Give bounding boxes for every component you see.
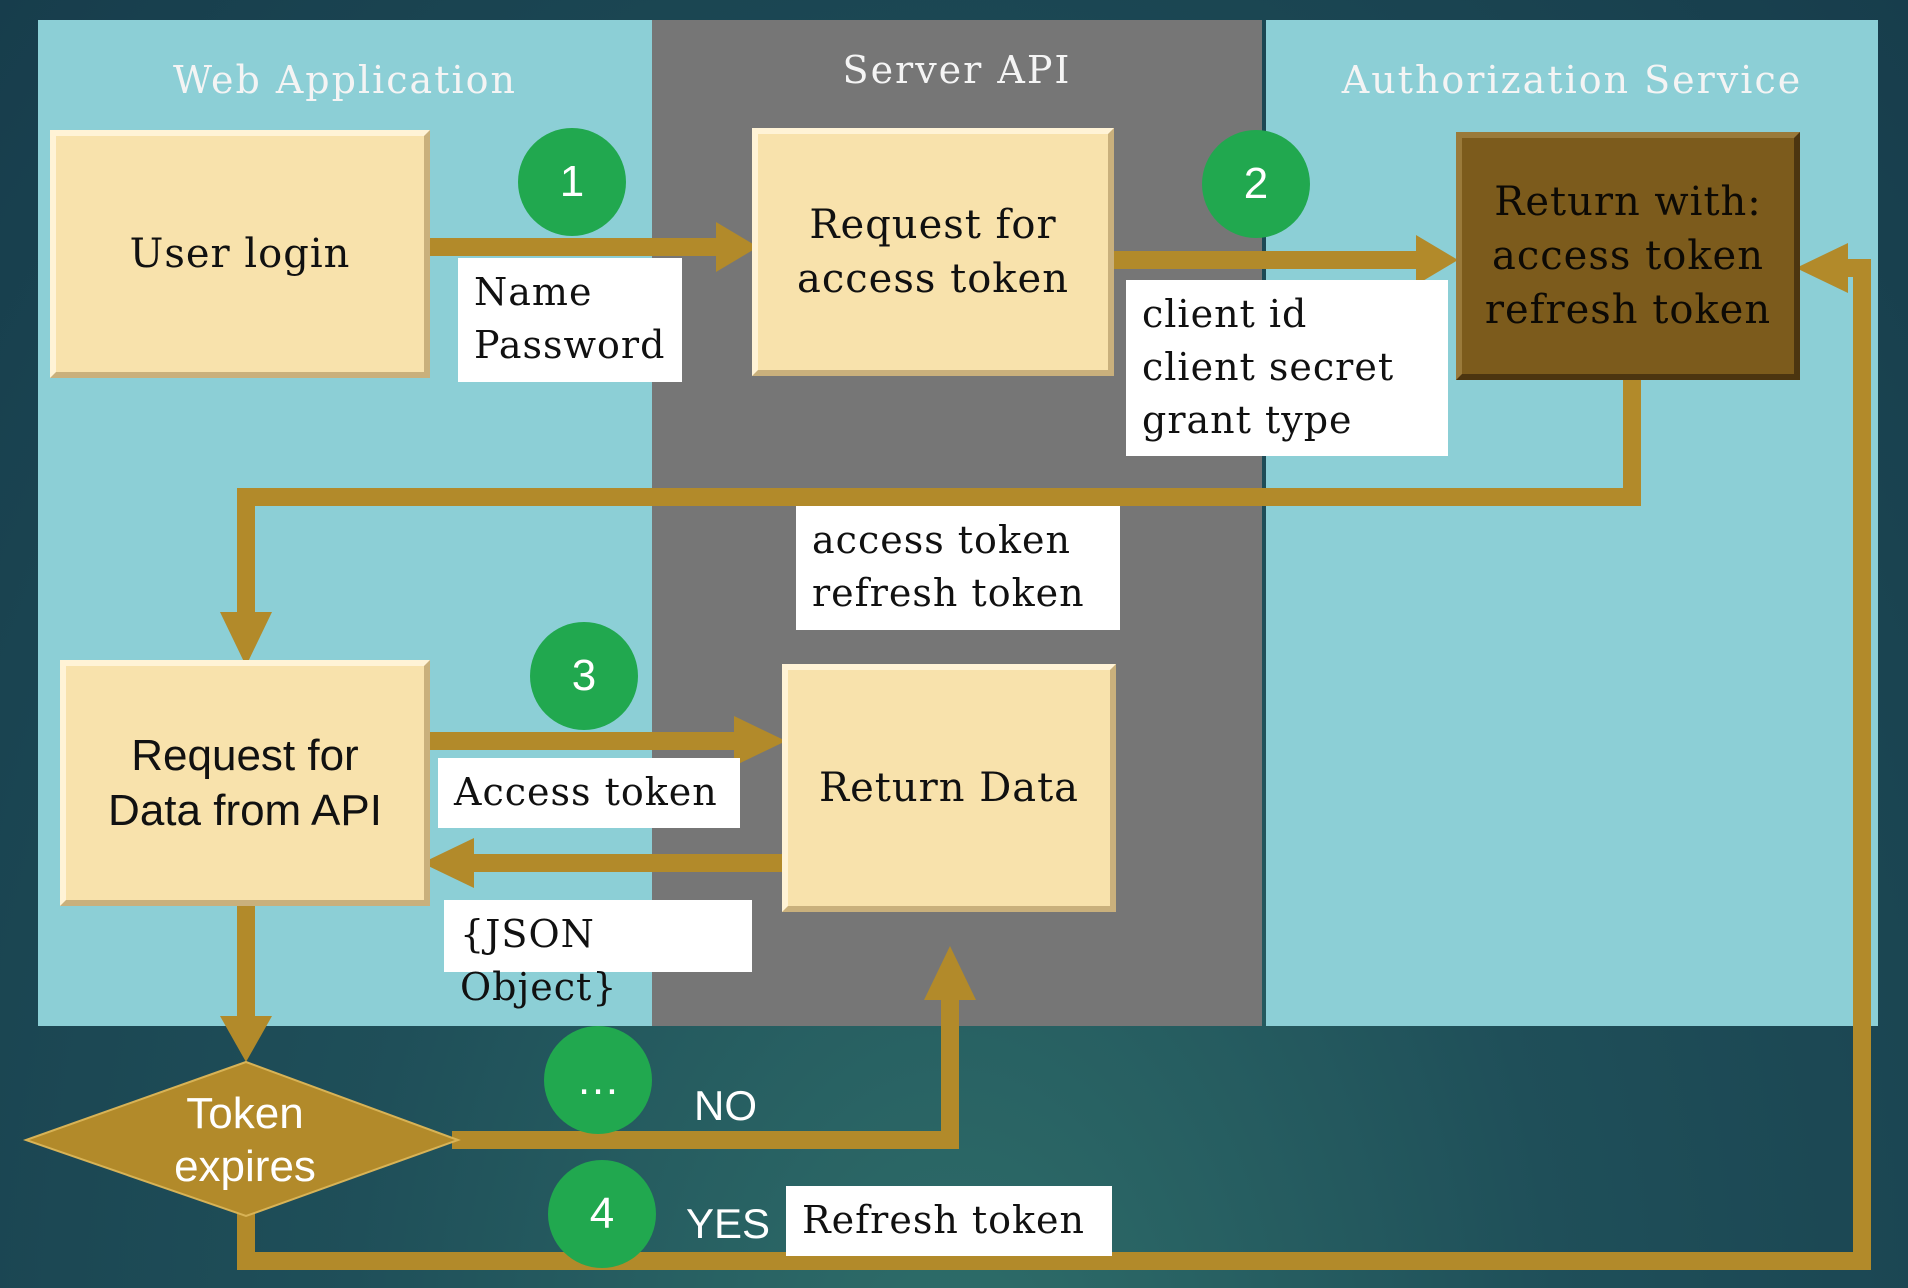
arrow-no-path — [452, 998, 959, 1149]
step-badge-1: 1 — [518, 128, 626, 236]
label-client-credentials: client id client secret grant type — [1126, 280, 1448, 456]
arrowhead-2 — [1416, 235, 1458, 285]
step-badge-3: 3 — [530, 622, 638, 730]
arrow-yes-path — [237, 259, 1871, 1270]
label-json-object: {JSON Object} — [444, 900, 752, 1009]
decision-yes-label: YES — [686, 1200, 771, 1247]
arrowhead-4 — [734, 716, 786, 766]
user-login-box: User login — [50, 130, 430, 378]
request-access-token-box: Request for access token — [752, 128, 1114, 376]
step-badge-ellipsis: … — [544, 1026, 652, 1134]
step-badge-2: 2 — [1202, 130, 1310, 238]
label-name-password: Name Password — [458, 258, 682, 382]
arrowhead-6 — [220, 1016, 272, 1062]
lane-title-auth: Authorization Service — [1341, 58, 1803, 102]
label-tokens: access token refresh token — [796, 506, 1120, 630]
return-data-box: Return Data — [782, 664, 1116, 912]
lane-title-web: Web Application — [173, 58, 517, 102]
return-tokens-box: Return with: access token refresh token — [1456, 132, 1800, 380]
arrowhead-8 — [1796, 243, 1848, 293]
request-data-box: Request for Data from API — [60, 660, 430, 906]
decision-no-label: NO — [694, 1082, 757, 1129]
arrow-auth-to-data-request — [237, 378, 1641, 612]
arrowhead-3 — [220, 612, 272, 666]
lane-title-api: Server API — [842, 48, 1072, 92]
token-expires-diamond — [22, 1060, 461, 1218]
token-expires-label: Token expires — [174, 1089, 316, 1191]
step-badge-4: 4 — [548, 1160, 656, 1268]
label-refresh-token: Refresh token — [786, 1186, 1112, 1256]
arrowhead-1 — [716, 222, 758, 272]
arrowhead-5 — [422, 838, 474, 888]
arrowhead-7 — [924, 946, 976, 1000]
label-access-token: Access token — [438, 758, 740, 828]
